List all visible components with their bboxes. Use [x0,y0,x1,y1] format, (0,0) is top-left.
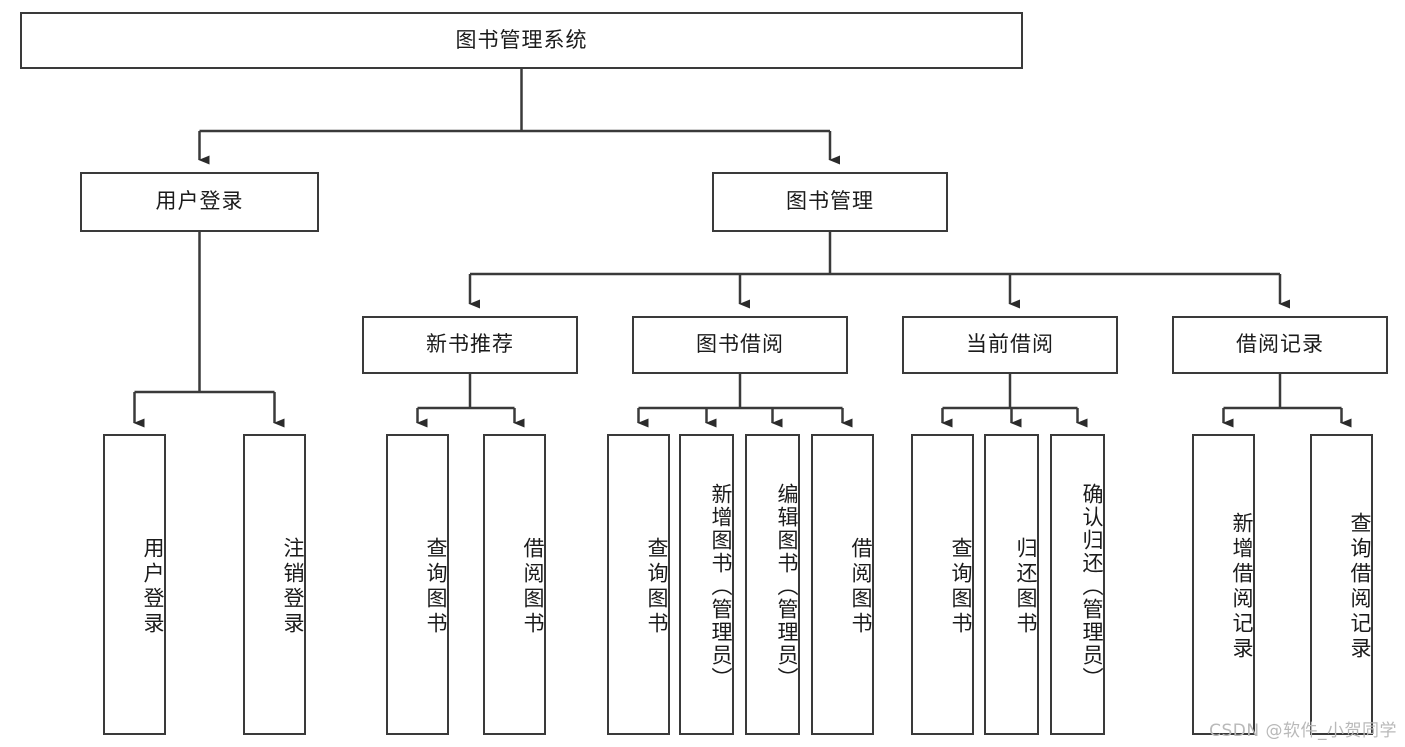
node-new-book-rec[interactable]: 新书推荐 [362,316,578,374]
node-leaf-user-login-label: 用户登录 [141,536,165,637]
node-book-manage[interactable]: 图书管理 [712,172,948,232]
node-leaf-query-book-2-label: 查询图书 [645,536,669,637]
node-leaf-add-record-label: 新增借阅记录 [1230,511,1254,662]
node-leaf-return-book-label: 归还图书 [1014,536,1038,637]
node-new-book-rec-label: 新书推荐 [426,332,514,357]
node-leaf-borrow-book-2-label: 借阅图书 [849,536,873,637]
node-leaf-borrow-book-2[interactable]: 借阅图书 [811,434,874,735]
node-current-borrow-label: 当前借阅 [966,332,1054,357]
node-book-manage-label: 图书管理 [786,189,874,214]
node-borrow-record[interactable]: 借阅记录 [1172,316,1388,374]
node-leaf-borrow-book-1-label: 借阅图书 [521,536,545,637]
node-book-borrow[interactable]: 图书借阅 [632,316,848,374]
csdn-watermark: CSDN @软件_小贺同学 [1209,721,1397,741]
node-leaf-query-book-3[interactable]: 查询图书 [911,434,974,735]
node-leaf-query-book-2[interactable]: 查询图书 [607,434,670,735]
node-leaf-add-book-label: 新增图书（管理员） [709,483,733,690]
node-leaf-query-book-1-label: 查询图书 [424,536,448,637]
node-leaf-query-book-3-label: 查询图书 [949,536,973,637]
node-leaf-edit-book[interactable]: 编辑图书（管理员） [745,434,800,735]
node-leaf-borrow-book-1[interactable]: 借阅图书 [483,434,546,735]
node-leaf-add-record[interactable]: 新增借阅记录 [1192,434,1255,735]
node-leaf-user-login[interactable]: 用户登录 [103,434,166,735]
node-root[interactable]: 图书管理系统 [20,12,1023,69]
node-user-login-label: 用户登录 [155,189,244,214]
node-leaf-query-record-label: 查询借阅记录 [1348,511,1372,662]
node-leaf-edit-book-label: 编辑图书（管理员） [775,483,799,690]
node-leaf-confirm-return-label: 确认归还（管理员） [1080,483,1104,690]
node-root-label: 图书管理系统 [455,27,588,52]
node-leaf-user-logout[interactable]: 注销登录 [243,434,306,735]
node-leaf-query-book-1[interactable]: 查询图书 [386,434,449,735]
node-leaf-user-logout-label: 注销登录 [281,536,305,637]
node-user-login[interactable]: 用户登录 [80,172,319,232]
node-leaf-return-book[interactable]: 归还图书 [984,434,1039,735]
node-book-borrow-label: 图书借阅 [696,332,784,357]
node-borrow-record-label: 借阅记录 [1236,332,1324,357]
node-leaf-add-book[interactable]: 新增图书（管理员） [679,434,734,735]
node-current-borrow[interactable]: 当前借阅 [902,316,1118,374]
node-leaf-confirm-return[interactable]: 确认归还（管理员） [1050,434,1105,735]
node-leaf-query-record[interactable]: 查询借阅记录 [1310,434,1373,735]
